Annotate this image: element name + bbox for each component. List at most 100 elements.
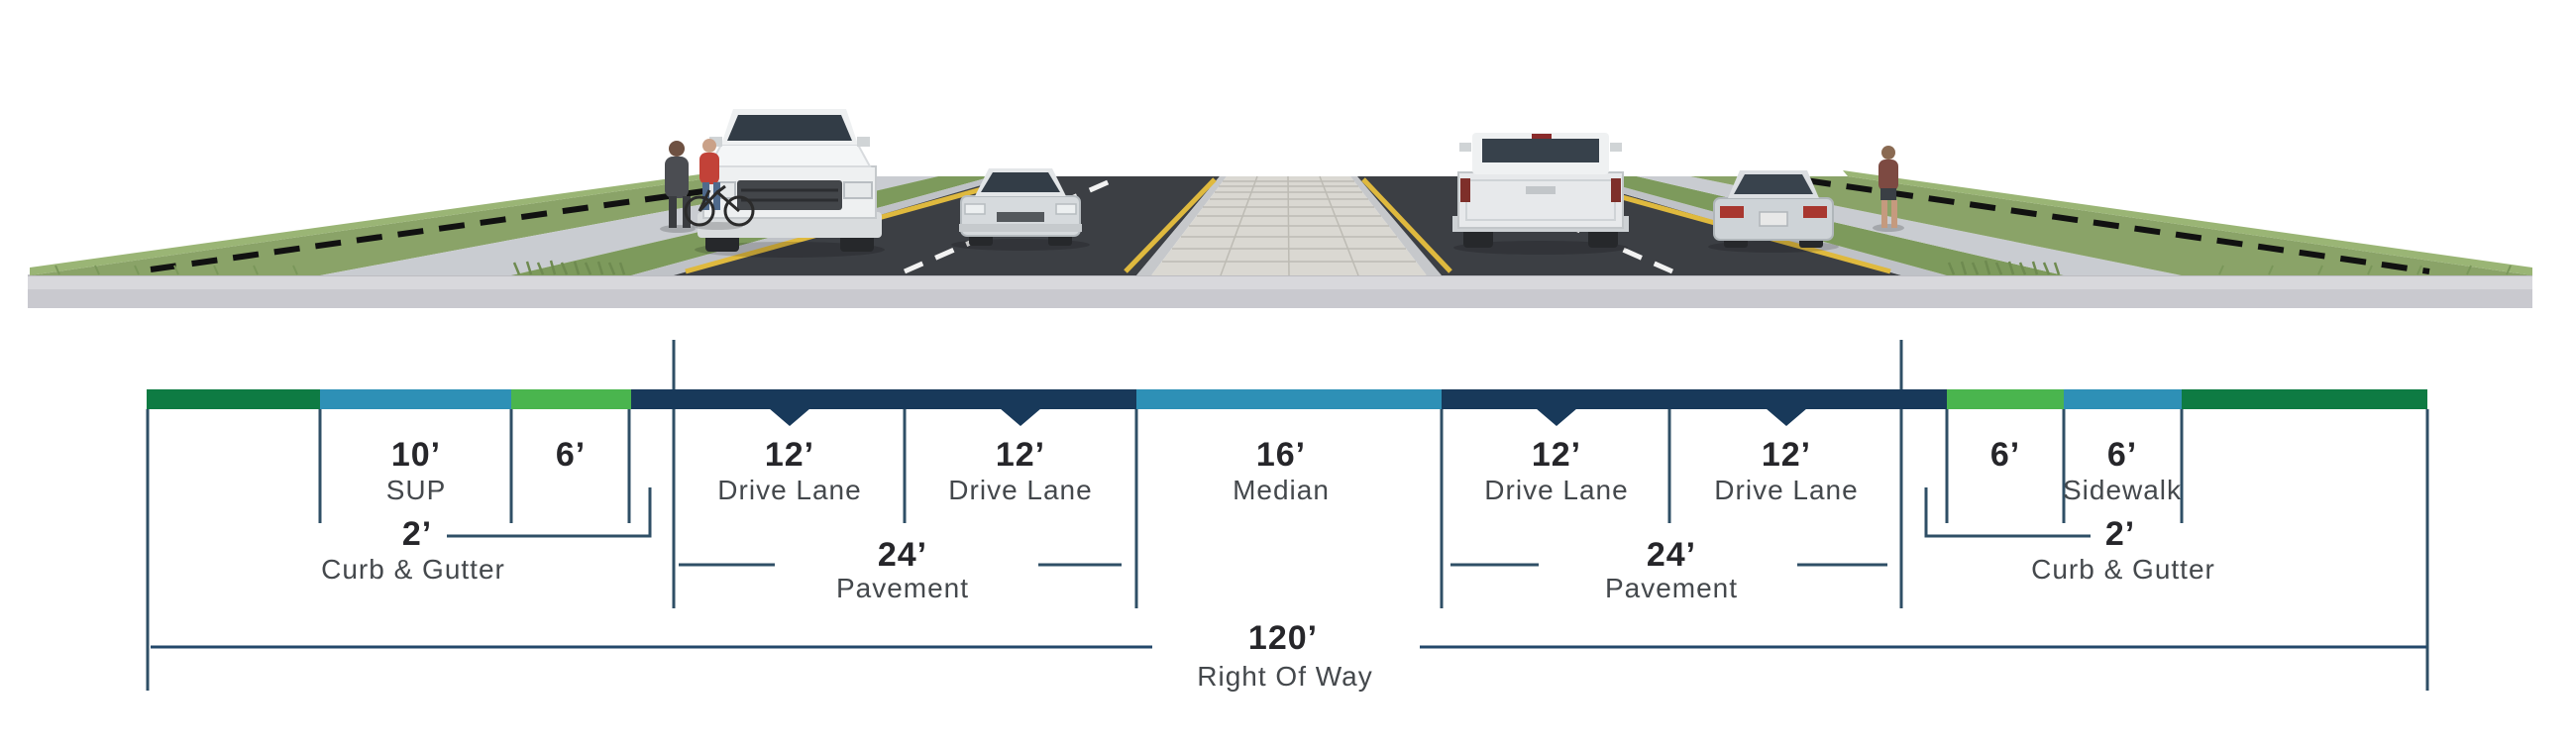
base-slab-top [28, 275, 2532, 289]
dim-value-drive-lane-3: 12’ [1532, 436, 1581, 474]
tailgate-handle [1526, 186, 1556, 194]
cyclist-head [702, 139, 716, 153]
sedan-windshield [981, 172, 1060, 192]
truck-rear-window [1482, 139, 1599, 162]
truck-grille [737, 180, 842, 210]
segment-verge-left [511, 389, 631, 409]
tall-grass-tufts-right [1947, 260, 2061, 275]
row-limit-dashed-line-left [150, 177, 782, 272]
brake-light [1532, 134, 1552, 139]
pedestrian-jacket [665, 157, 689, 198]
curb-gutter-leader-right [1924, 487, 2091, 538]
street-render [28, 109, 2532, 308]
dim-label-drive-lane-2: Drive Lane [948, 475, 1092, 505]
truck-tailgate [1457, 171, 1624, 229]
pavement-value-right: 24’ [1647, 536, 1696, 574]
sedan-grille [997, 212, 1044, 222]
license-plate [1759, 211, 1788, 227]
pickup-truck-rear [1452, 133, 1629, 255]
jogger-shorts [1880, 188, 1896, 200]
vehicle-shadow [695, 242, 885, 258]
segment-roadway-right [1442, 389, 1947, 409]
row-limit-dashed-line-right [1804, 177, 2430, 274]
truck-hood [707, 144, 872, 167]
dim-value-verge-right: 6’ [1990, 436, 2020, 474]
segment-median [1136, 389, 1442, 409]
dim-label-drive-lane-4: Drive Lane [1714, 475, 1858, 505]
dimension-labels: 10’ SUP 6’ 12’ Drive Lane 12’ Drive Lane… [386, 436, 2181, 505]
lane-caret [1000, 408, 1041, 426]
roadway-left-surface [674, 176, 1220, 275]
cyclist [684, 139, 755, 230]
pavement-dimension-right: 24’ Pavement [1450, 536, 1887, 603]
cyclist-shirt [699, 153, 719, 184]
jogger-top [1878, 160, 1898, 191]
grass-buffer-left-highlight [30, 170, 728, 275]
pedestrian-leg [669, 196, 677, 228]
sedan-front [951, 168, 1090, 251]
yellow-edge-line [1361, 177, 1452, 273]
curb-gutter-callout-left: 2’ Curb & Gutter [321, 487, 652, 585]
jogger-head [1881, 146, 1895, 160]
segment-roadway-left [631, 389, 1136, 409]
side-mirror [857, 137, 870, 147]
pavement-value-left: 24’ [878, 536, 927, 574]
lane-caret [769, 408, 810, 426]
taillight [1803, 206, 1827, 218]
section-color-bar [147, 389, 2427, 426]
cyclist-leg [713, 182, 720, 210]
dim-value-drive-lane-2: 12’ [996, 436, 1045, 474]
median-paver-joints [1162, 175, 1416, 276]
headlight [843, 181, 873, 199]
base-slab-face [28, 289, 2532, 308]
jogger-leg [1881, 200, 1887, 228]
segment-sidewalk [2064, 389, 2182, 409]
curb-gutter-value-left: 2’ [402, 515, 432, 553]
grass-buffer-right-highlight [1843, 170, 2532, 275]
pavement-dimension-left: 24’ Pavement [679, 536, 1122, 603]
curb-gutter-value-right: 2’ [2105, 515, 2135, 553]
curb-gutter-label-left: Curb & Gutter [321, 554, 505, 585]
dim-label-median: Median [1233, 475, 1330, 505]
person-shadow [1873, 224, 1904, 232]
curb-gutter-leader-left [447, 487, 652, 538]
dim-label-sup: SUP [386, 475, 447, 505]
truck-windshield [727, 115, 852, 141]
jogger-leg [1891, 200, 1897, 228]
side-mirror [1459, 143, 1471, 152]
dim-label-drive-lane-1: Drive Lane [717, 475, 861, 505]
grass-tufts [54, 265, 2512, 275]
taillight [1720, 206, 1744, 218]
dim-value-drive-lane-1: 12’ [765, 436, 814, 474]
jogger [1873, 146, 1904, 232]
dimension-ticks [318, 409, 2184, 523]
dim-value-verge-left: 6’ [556, 436, 586, 474]
dimension-diagram: 10’ SUP 6’ 12’ Drive Lane 12’ Drive Lane… [146, 340, 2429, 692]
row-label: Right Of Way [1197, 661, 1372, 692]
curb-gutter-label-right: Curb & Gutter [2031, 554, 2215, 585]
right-of-way-dimension: 120’ Right Of Way [151, 619, 2426, 692]
pavement-label-right: Pavement [1605, 573, 1738, 603]
sedan-rear-window [1734, 174, 1813, 194]
segment-verge-right [1947, 389, 2064, 409]
headlight [964, 203, 986, 215]
tall-grass-tufts-left [512, 260, 626, 275]
headlight [1055, 203, 1077, 215]
segment-buffer-right [2182, 389, 2427, 409]
bicycle [684, 184, 755, 227]
pickup-truck-front [695, 109, 885, 258]
segment-buffer-left [147, 389, 320, 409]
dim-label-drive-lane-3: Drive Lane [1484, 475, 1628, 505]
side-mirror [709, 137, 722, 147]
dim-value-drive-lane-4: 12’ [1762, 436, 1811, 474]
yellow-edge-line [1124, 177, 1217, 273]
sedan-rear [1708, 170, 1839, 253]
lane-caret [1766, 408, 1807, 426]
row-value: 120’ [1248, 619, 1318, 657]
taillight [1460, 178, 1470, 202]
sedan-bumper [959, 224, 1082, 232]
lane-caret [1536, 408, 1577, 426]
median-curb-right [1350, 176, 1442, 275]
